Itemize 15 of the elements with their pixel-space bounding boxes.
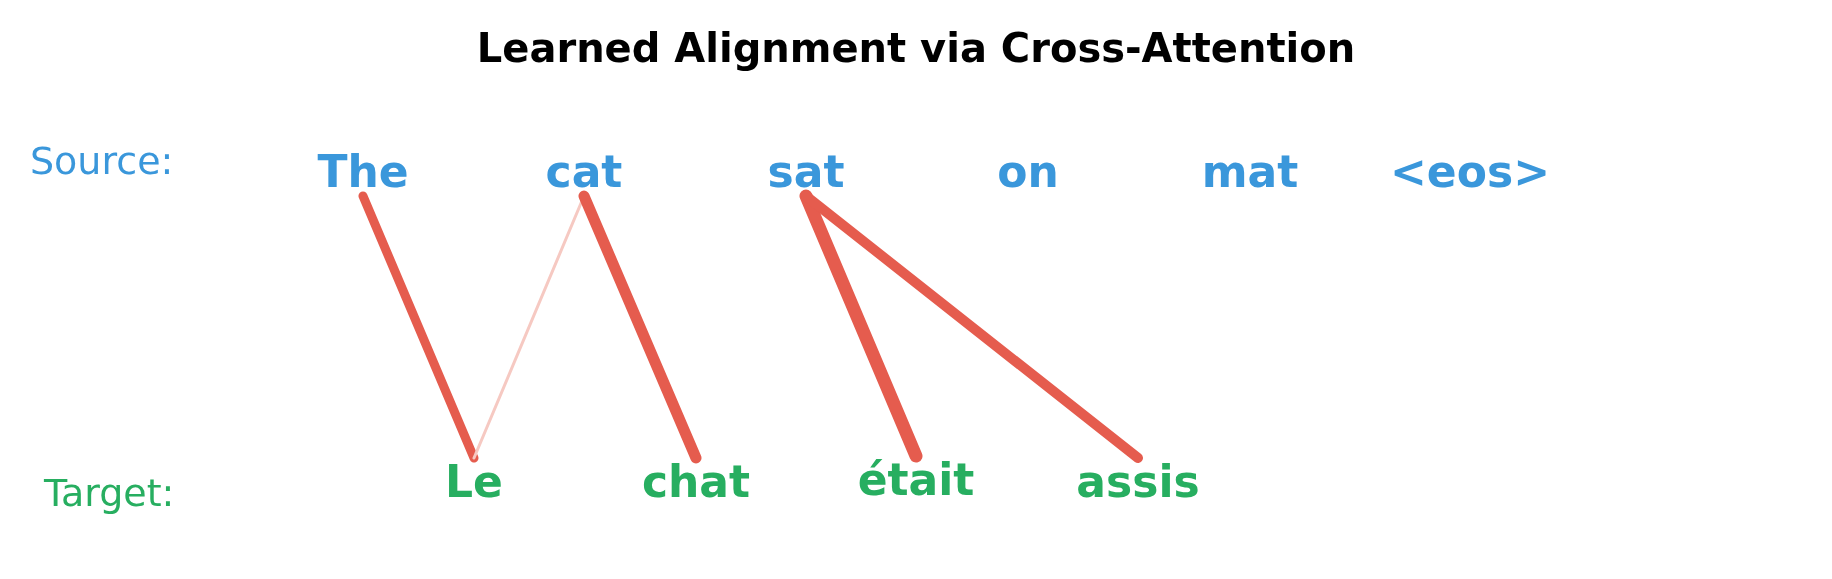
source-word: on (997, 148, 1059, 196)
source-word: The (317, 148, 409, 196)
source-word: cat (545, 148, 623, 196)
row-label: Source: (30, 142, 174, 180)
target-word: chat (641, 458, 751, 506)
target-word: était (857, 456, 975, 504)
source-word: sat (767, 148, 845, 196)
row-label: Target: (44, 474, 175, 512)
alignment-line (799, 189, 923, 463)
alignment-line (358, 191, 479, 463)
source-word: mat (1201, 148, 1299, 196)
target-word: Le (445, 458, 503, 506)
source-word: <eos> (1390, 148, 1550, 196)
target-word: assis (1076, 458, 1200, 506)
alignment-line (578, 190, 702, 464)
